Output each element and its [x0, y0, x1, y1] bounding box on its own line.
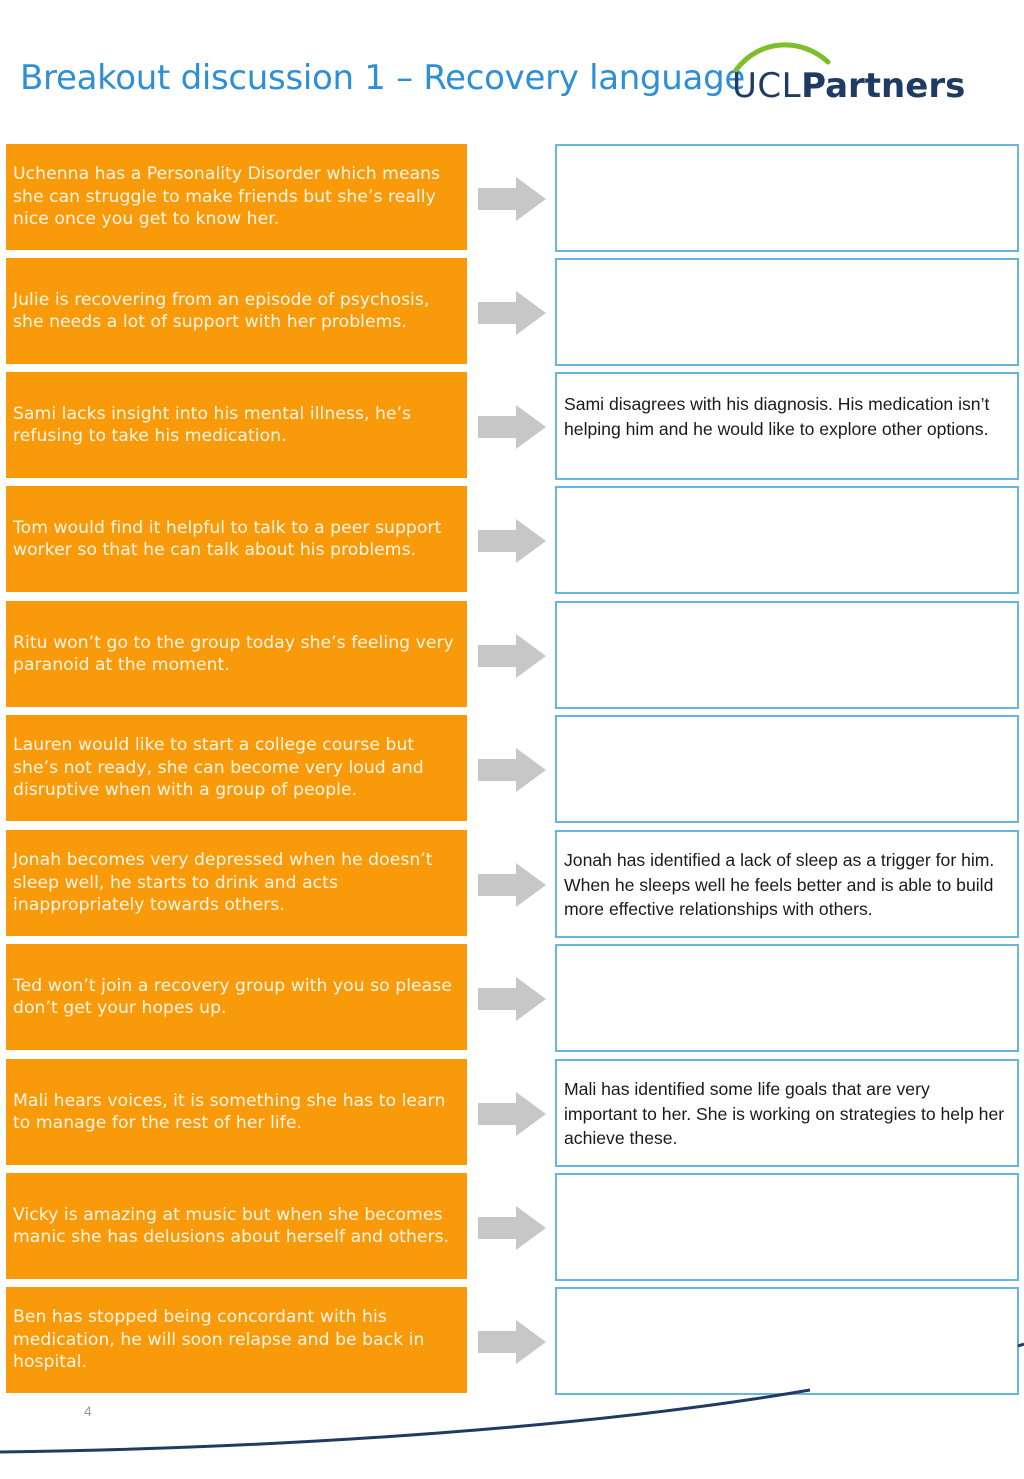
page-number: 4: [84, 1403, 92, 1419]
statement-text: Mali hears voices, it is something she h…: [13, 1090, 446, 1134]
logo-arc-icon: [733, 42, 831, 73]
right-arrow-icon: [478, 519, 546, 563]
statement-text: Vicky is amazing at music but when she b…: [13, 1204, 450, 1248]
statement-box: Vicky is amazing at music but when she b…: [6, 1173, 467, 1279]
right-arrow-icon: [478, 177, 546, 221]
answer-box[interactable]: [555, 144, 1019, 252]
statement-box: Mali hears voices, it is something she h…: [6, 1059, 467, 1165]
statement-text: Ted won’t join a recovery group with you…: [13, 975, 452, 1019]
answer-box[interactable]: Sami disagrees with his diagnosis. His m…: [555, 372, 1019, 480]
right-arrow-icon: [478, 634, 546, 678]
exercise-row: Julie is recovering from an episode of p…: [0, 258, 1024, 366]
answer-text: Mali has identified some life goals that…: [564, 1079, 1005, 1148]
answer-text: Jonah has identified a lack of sleep as …: [564, 850, 995, 919]
statement-text: Lauren would like to start a college cou…: [13, 735, 424, 801]
statement-text: Ben has stopped being concordant with hi…: [13, 1307, 425, 1373]
statement-text: Julie is recovering from an episode of p…: [13, 289, 430, 333]
exercise-row: Uchenna has a Personality Disorder which…: [0, 144, 1024, 252]
right-arrow-icon: [478, 1320, 546, 1364]
statement-box: Ritu won’t go to the group today she’s f…: [6, 601, 467, 707]
answer-box[interactable]: [555, 1173, 1019, 1281]
statement-box: Uchenna has a Personality Disorder which…: [6, 144, 467, 250]
exercise-row: Jonah becomes very depressed when he doe…: [0, 830, 1024, 938]
right-arrow-icon: [478, 291, 546, 335]
exercise-row: Vicky is amazing at music but when she b…: [0, 1173, 1024, 1281]
statement-box: Jonah becomes very depressed when he doe…: [6, 830, 467, 936]
statement-box: Ted won’t join a recovery group with you…: [6, 944, 467, 1050]
answer-box[interactable]: [555, 486, 1019, 594]
statement-text: Tom would find it helpful to talk to a p…: [13, 517, 442, 561]
exercise-row: Lauren would like to start a college cou…: [0, 715, 1024, 823]
right-arrow-icon: [478, 863, 546, 907]
uclpartners-logo: UCLPartners: [732, 40, 972, 110]
answer-box[interactable]: [555, 601, 1019, 709]
exercise-row: Tom would find it helpful to talk to a p…: [0, 486, 1024, 594]
page-title: Breakout discussion 1 – Recovery languag…: [20, 58, 745, 98]
answer-box[interactable]: [555, 944, 1019, 1052]
footer-curve-decoration: [0, 1342, 1024, 1454]
statement-box: Tom would find it helpful to talk to a p…: [6, 486, 467, 592]
exercise-row: Ted won’t join a recovery group with you…: [0, 944, 1024, 1052]
statement-box: Sami lacks insight into his mental illne…: [6, 372, 467, 478]
right-arrow-icon: [478, 405, 546, 449]
statement-text: Ritu won’t go to the group today she’s f…: [13, 632, 454, 676]
statement-text: Sami lacks insight into his mental illne…: [13, 403, 412, 447]
exercise-row: Ritu won’t go to the group today she’s f…: [0, 601, 1024, 709]
exercise-row: Mali hears voices, it is something she h…: [0, 1059, 1024, 1167]
statement-box: Lauren would like to start a college cou…: [6, 715, 467, 821]
exercise-row: Sami lacks insight into his mental illne…: [0, 372, 1024, 480]
right-arrow-icon: [478, 748, 546, 792]
answer-box[interactable]: [555, 1287, 1019, 1395]
logo-text: UCLPartners: [732, 66, 965, 106]
exercise-row: Ben has stopped being concordant with hi…: [0, 1287, 1024, 1395]
logo-text-partners: Partners: [801, 66, 966, 106]
logo-text-ucl: UCL: [732, 66, 802, 106]
answer-text: Sami disagrees with his diagnosis. His m…: [564, 394, 990, 439]
right-arrow-icon: [478, 977, 546, 1021]
statement-text: Uchenna has a Personality Disorder which…: [13, 164, 441, 230]
answer-box[interactable]: [555, 715, 1019, 823]
right-arrow-icon: [478, 1092, 546, 1136]
statement-box: Julie is recovering from an episode of p…: [6, 258, 467, 364]
statement-box: Ben has stopped being concordant with hi…: [6, 1287, 467, 1393]
statement-text: Jonah becomes very depressed when he doe…: [13, 850, 433, 916]
right-arrow-icon: [478, 1206, 546, 1250]
answer-box[interactable]: [555, 258, 1019, 366]
answer-box[interactable]: Mali has identified some life goals that…: [555, 1059, 1019, 1167]
answer-box[interactable]: Jonah has identified a lack of sleep as …: [555, 830, 1019, 938]
